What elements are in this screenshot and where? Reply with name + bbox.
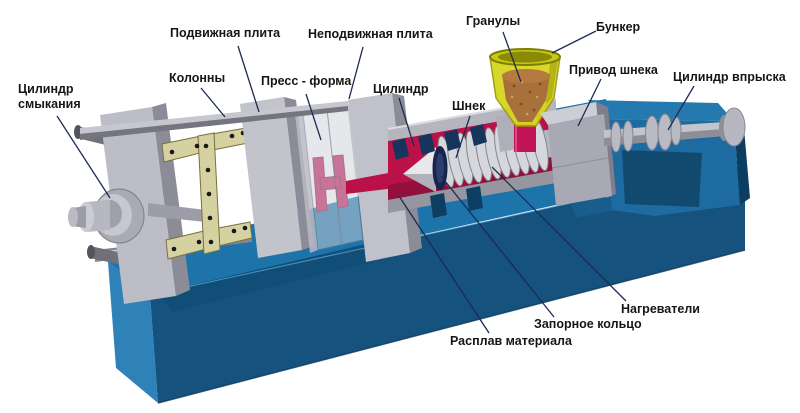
label-injection-cylinder: Цилиндр впрыска xyxy=(673,70,786,84)
granules-fill xyxy=(502,69,550,122)
label-hopper: Бункер xyxy=(596,20,641,34)
label-fixed-platen: Неподвижная плита xyxy=(308,27,433,41)
leader-lines xyxy=(56,30,695,334)
tie-bar-top xyxy=(80,101,348,140)
label-material-melt: Расплав материала xyxy=(450,334,572,348)
label-screw: Шнек xyxy=(452,99,486,113)
label-heaters: Нагреватели xyxy=(621,302,700,316)
injection-unit-housing xyxy=(538,99,750,218)
screw-drive-part xyxy=(540,102,616,206)
toggle-mechanism xyxy=(148,127,253,260)
label-check-ring: Запорное кольцо xyxy=(534,317,642,331)
label-granules: Гранулы xyxy=(466,14,521,28)
check-ring-part xyxy=(432,146,448,190)
label-movable-platen: Подвижная плита xyxy=(170,26,281,40)
mold-part xyxy=(295,104,364,253)
injection-cylinder-part xyxy=(604,107,746,153)
hopper-part xyxy=(489,48,561,152)
label-clamp-cylinder: Цилиндр смыкания xyxy=(18,82,81,111)
label-screw-drive: Привод шнека xyxy=(569,63,658,77)
label-barrel-cylinder: Цилиндр xyxy=(373,82,429,96)
label-mold: Пресс - форма xyxy=(261,74,352,88)
label-tie-bars: Колонны xyxy=(169,71,226,85)
clamping-cylinder xyxy=(68,188,145,244)
heater-bands xyxy=(392,124,487,160)
